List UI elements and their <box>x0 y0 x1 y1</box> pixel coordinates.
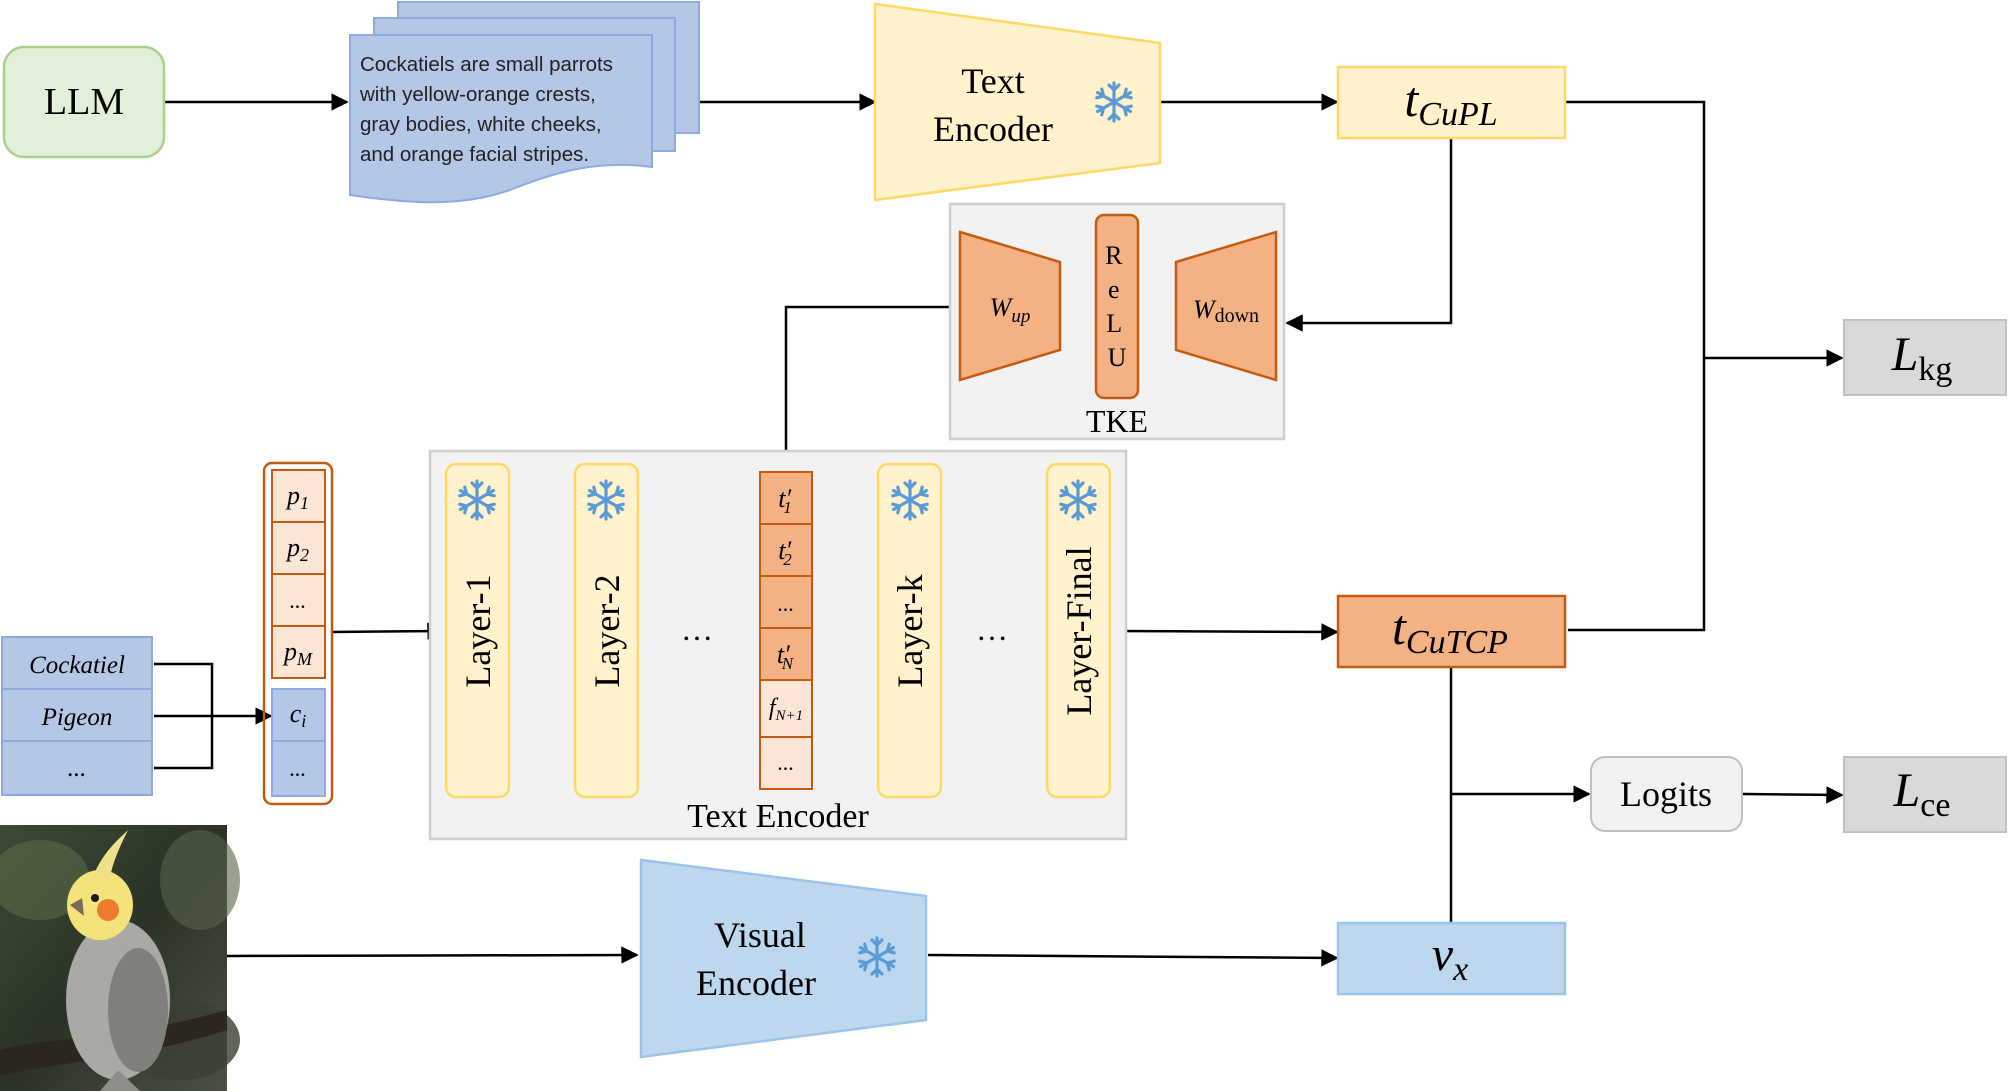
relu-label: R e L U <box>1105 241 1129 372</box>
layer-k-label: Layer-k <box>890 574 930 687</box>
text-encoder-mid: Layer-1 Layer-2 … t′1 t′2 ... t′N fN+1 .… <box>428 449 1128 841</box>
visual-encoder-line1: Visual <box>714 915 806 955</box>
class-item-cockatiel <box>1 636 153 690</box>
arrow-final-to-tcutcp <box>1110 623 1339 641</box>
class-label-more: ... <box>68 755 87 782</box>
layer-gap-dots-2: … <box>976 611 1008 647</box>
token-t2: t′2 <box>778 536 792 569</box>
cockatiel-input-image <box>0 825 240 1091</box>
loss-ce-node: Lce <box>1843 756 2007 833</box>
layer-1 <box>444 462 511 799</box>
loss-kg-label: Lkg <box>1891 328 1953 388</box>
connector-class-dots <box>154 716 214 770</box>
token-dots2: ... <box>778 750 795 775</box>
layer-k <box>876 462 943 799</box>
class-label-cockatiel: Cockatiel <box>29 652 125 679</box>
text-encoder-top-line2: Encoder <box>933 109 1053 149</box>
connector-tcupl-to-loss <box>1565 100 1706 358</box>
layer-final <box>1045 462 1112 799</box>
class-list: Cockatiel Pigeon ... <box>1 636 153 796</box>
arrow-image-to-visual-encoder <box>226 946 639 964</box>
w-up-label: Wup <box>990 293 1031 327</box>
document-text: Cockatiels are small parrots with yellow… <box>359 53 619 166</box>
v-x-label: vx <box>1432 928 1468 988</box>
connector-class-cockatiel <box>154 662 214 716</box>
w-down-block <box>1174 230 1278 382</box>
arrow-visual-encoder-to-vx <box>927 949 1339 967</box>
arrow-tcupl-to-tke <box>1285 138 1453 332</box>
relu-block <box>1094 213 1140 400</box>
arrow-prompt-to-layer1 <box>331 622 445 640</box>
class-label-pigeon: Pigeon <box>41 704 113 731</box>
t-cutcp-label: tCuTCP <box>1392 599 1508 661</box>
logits-label: Logits <box>1620 774 1712 814</box>
tke-label: TKE <box>1086 403 1148 439</box>
llm-description-document: Cockatiels are small parrots with yellow… <box>349 1 700 204</box>
layer-2 <box>573 462 640 799</box>
prompt-token-dots: ... <box>290 588 307 613</box>
tke-module: Wup R e L U Wdown TKE <box>948 202 1286 441</box>
arrow-tke-to-layer-k <box>777 305 960 472</box>
token-dots: ... <box>778 591 795 616</box>
llm-node: LLM <box>2 45 166 159</box>
prompt-token-p1: p1 <box>285 481 309 513</box>
llm-label: LLM <box>44 81 124 123</box>
visual-encoder-line2: Encoder <box>696 963 816 1003</box>
text-encoder-top-line1: Text <box>961 61 1024 101</box>
prompt-token-pM: pM <box>282 637 313 669</box>
w-down-label: Wdown <box>1193 295 1259 327</box>
loss-kg-node: Lkg <box>1843 319 2007 396</box>
t-cutcp-node: tCuTCP <box>1336 594 1567 669</box>
class-item-more <box>1 740 153 796</box>
token-tN: t′N <box>777 640 795 673</box>
text-encoder-mid-label: Text Encoder <box>687 798 869 835</box>
t-cupl-label: tCuPL <box>1404 71 1497 133</box>
token-f-n-plus-1: fN+1 <box>769 695 803 724</box>
injected-token-stack: t′1 t′2 ... t′N fN+1 ... <box>759 471 813 790</box>
logits-node: Logits <box>1590 756 1743 832</box>
token-t1: t′1 <box>778 484 791 517</box>
layer-2-label: Layer-2 <box>587 574 627 687</box>
text-encoder-top: Text Encoder <box>873 2 1162 202</box>
prompt-token-dots2: ... <box>290 756 307 781</box>
prompt-token-ci: ci <box>290 699 307 731</box>
v-x-node: vx <box>1336 921 1567 996</box>
w-up-block <box>958 230 1062 382</box>
prompt-token-p2: p2 <box>285 533 309 565</box>
layer-final-label: Layer-Final <box>1059 546 1099 715</box>
layer-1-label: Layer-1 <box>458 574 498 687</box>
arrow-logits-to-loss-ce <box>1742 786 1844 804</box>
visual-encoder: Visual Encoder <box>639 858 928 1059</box>
connector-tcutcp-to-loss <box>1568 358 1706 632</box>
loss-ce-label: Lce <box>1893 764 1951 824</box>
prompt-token-stack: p1 p2 ... pM ci ... <box>262 461 334 806</box>
layer-gap-dots: … <box>681 611 713 647</box>
t-cupl-node: tCuPL <box>1336 65 1567 140</box>
